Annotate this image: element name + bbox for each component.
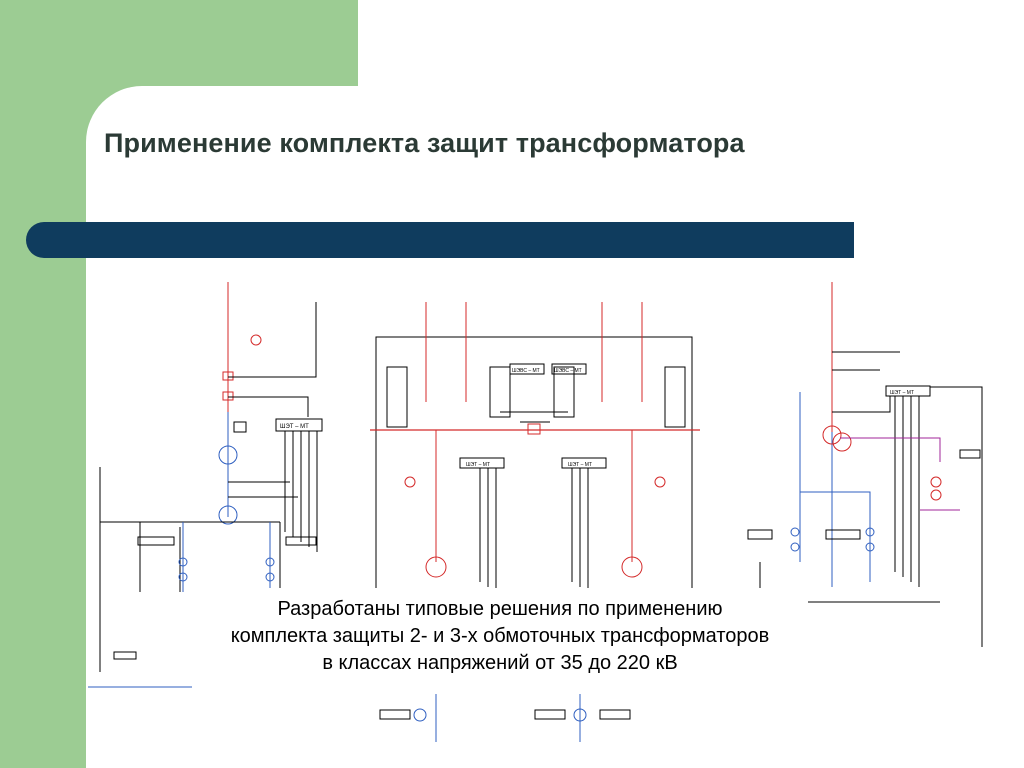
left-device-label: ШЭТ – МТ [280,424,309,430]
center-bottom-left-device-label: ШЭТ – МТ [466,462,490,468]
right-device-label: ШЭТ – МТ [890,390,914,396]
slide-title: Применение комплекта защит трансформатор… [104,128,745,158]
caption-line-1: Разработаны типовые решения по применени… [277,598,723,620]
center-top-left-device-label: ШЭВС – МТ [512,368,540,374]
center-bottom-right-device-label: ШЭТ – МТ [568,462,592,468]
caption-box: Разработаны типовые решения по применени… [192,588,808,694]
center-top-right-device-label: ШЭВС – МТ [554,368,582,374]
caption-line-2: комплекта защиты 2- и 3-х обмоточных тра… [230,625,770,647]
title-underline-bar [26,222,854,258]
caption-line-3: в классах напряжений от 35 до 220 кВ [322,652,678,674]
